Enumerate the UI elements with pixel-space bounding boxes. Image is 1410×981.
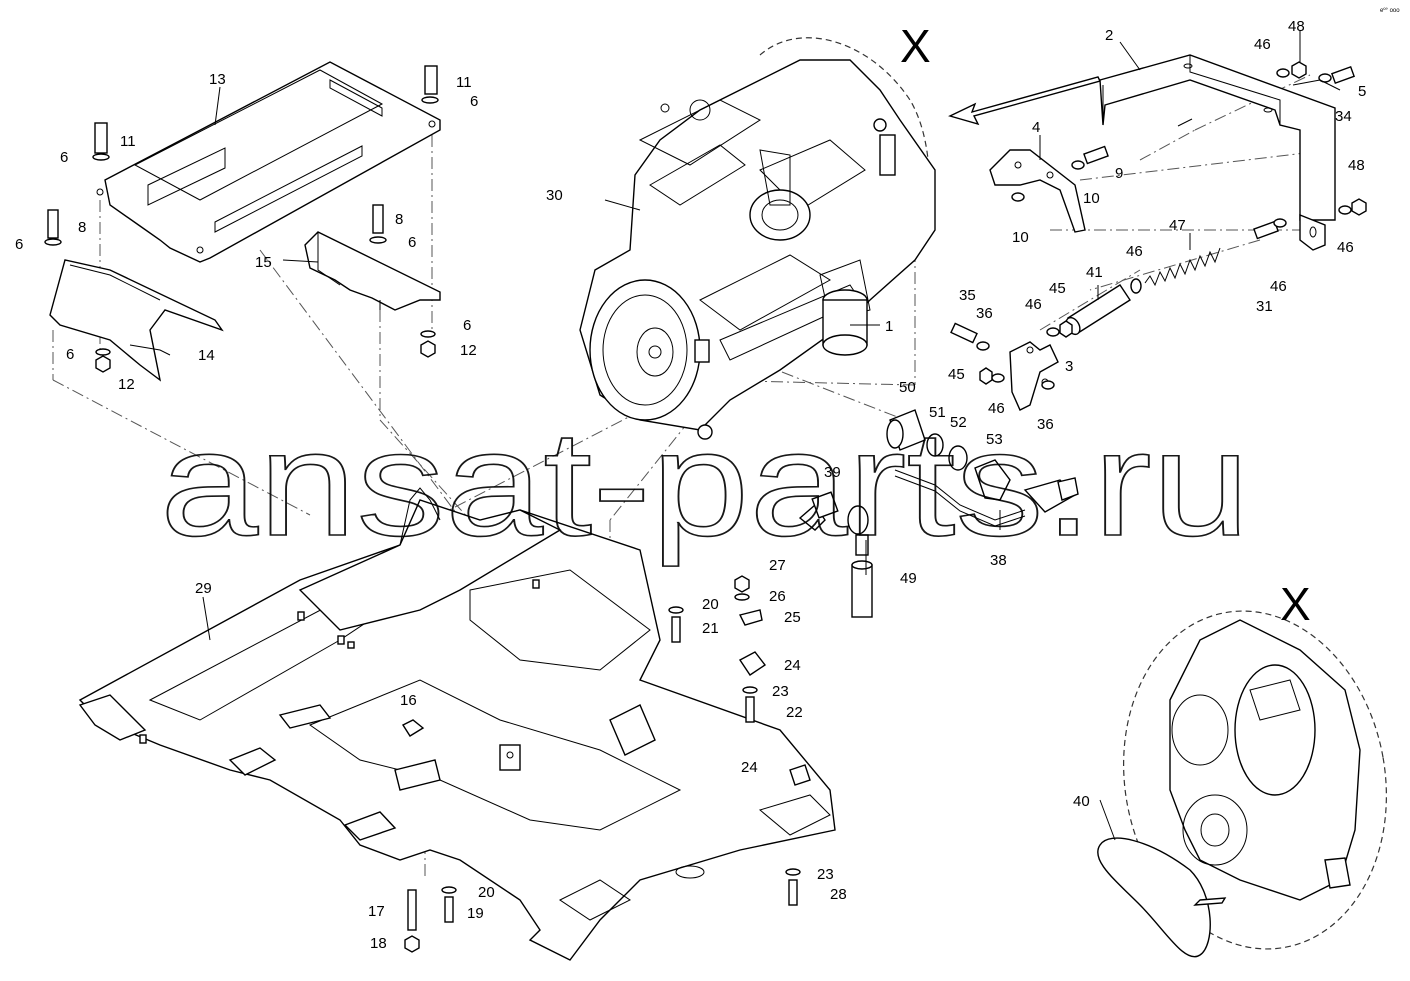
direction-arrow	[948, 76, 1102, 126]
callout-18: 18	[370, 935, 387, 952]
callout-4: 4	[1032, 119, 1040, 136]
callout-3: 3	[1065, 358, 1073, 375]
callout-45b: 45	[948, 366, 965, 383]
callout-23b: 23	[817, 866, 834, 883]
callout-9: 9	[1115, 165, 1123, 182]
fasteners-bottom	[401, 575, 811, 953]
callout-6a: 6	[470, 93, 478, 110]
callout-35: 35	[959, 287, 976, 304]
callout-12a: 12	[460, 342, 477, 359]
cover-plate-13	[96, 61, 441, 263]
corner-marker: eº° ooo	[1380, 7, 1400, 14]
callout-11b: 11	[120, 133, 136, 150]
callout-36a: 36	[976, 305, 993, 322]
callout-41: 41	[1086, 264, 1103, 281]
callout-17: 17	[368, 903, 385, 920]
callout-39: 39	[824, 464, 841, 481]
detail-view-x	[1097, 610, 1387, 958]
callout-46b: 46	[1337, 239, 1354, 256]
callout-49: 49	[900, 570, 917, 587]
callout-24b: 24	[741, 759, 758, 776]
callout-6c: 6	[15, 236, 23, 253]
callout-8a: 8	[78, 219, 86, 236]
callout-40: 40	[1073, 793, 1090, 810]
callout-36b: 36	[1037, 416, 1054, 433]
callout-14: 14	[198, 347, 215, 364]
callout-6f: 6	[66, 346, 74, 363]
callout-51: 51	[929, 404, 946, 421]
engine-30	[579, 37, 936, 440]
callout-31: 31	[1256, 298, 1273, 315]
callout-8b: 8	[395, 211, 403, 228]
bracket-3	[950, 320, 1073, 411]
callout-30: 30	[546, 187, 563, 204]
callout-numbers: 1 2 3 4 5 6 6 6 6 6 6 8 8 9 10 10 11 11 …	[15, 18, 1366, 952]
bracket-4	[989, 149, 1086, 233]
callout-5: 5	[1358, 83, 1366, 100]
callout-46a: 46	[1254, 36, 1271, 53]
callout-48b: 48	[1348, 157, 1365, 174]
bracket-14	[49, 259, 224, 382]
callout-26: 26	[769, 588, 786, 605]
callout-24a: 24	[784, 657, 801, 674]
callout-15: 15	[255, 254, 272, 271]
callout-27: 27	[769, 557, 786, 574]
callout-13: 13	[209, 71, 226, 88]
callout-20b: 20	[478, 884, 495, 901]
callout-28: 28	[830, 886, 847, 903]
callout-46d: 46	[1126, 243, 1143, 260]
floor-cover	[298, 487, 562, 631]
callout-23a: 23	[772, 683, 789, 700]
fasteners-top-right	[1011, 61, 1367, 240]
leader-lines	[202, 30, 1341, 841]
callout-10a: 10	[1083, 190, 1100, 207]
callout-38: 38	[990, 552, 1007, 569]
fasteners-left	[44, 65, 439, 373]
tube-41	[1065, 278, 1142, 336]
callout-6e: 6	[463, 317, 471, 334]
callout-10b: 10	[1012, 229, 1029, 246]
callout-47: 47	[1169, 217, 1186, 234]
callout-16: 16	[400, 692, 417, 709]
callout-19: 19	[467, 905, 484, 922]
watermark: ansat-parts.ru	[160, 399, 1250, 567]
callout-1: 1	[885, 318, 893, 335]
callout-20a: 20	[702, 596, 719, 613]
callout-46e: 46	[1025, 296, 1042, 313]
callout-46f: 46	[988, 400, 1005, 417]
view-mark-x-detail: X	[1280, 578, 1311, 630]
callout-34: 34	[1335, 108, 1352, 125]
callout-53: 53	[986, 431, 1003, 448]
callout-50: 50	[899, 379, 916, 396]
callout-45a: 45	[1049, 280, 1066, 297]
callout-25: 25	[784, 609, 801, 626]
callout-11a: 11	[456, 74, 472, 91]
callout-6b: 6	[60, 149, 68, 166]
sensor-assembly	[798, 409, 1079, 618]
callout-29: 29	[195, 580, 212, 597]
spring-47	[1144, 247, 1221, 287]
callout-2: 2	[1105, 27, 1113, 44]
callout-6d: 6	[408, 234, 416, 251]
callout-22: 22	[786, 704, 803, 721]
bracket-2	[1099, 54, 1336, 251]
callout-48a: 48	[1288, 18, 1305, 35]
callout-52: 52	[950, 414, 967, 431]
view-mark-x-top: X	[900, 20, 931, 72]
callout-46c: 46	[1270, 278, 1287, 295]
cover-15	[304, 231, 441, 311]
callout-21: 21	[702, 620, 719, 637]
callout-12b: 12	[118, 376, 135, 393]
